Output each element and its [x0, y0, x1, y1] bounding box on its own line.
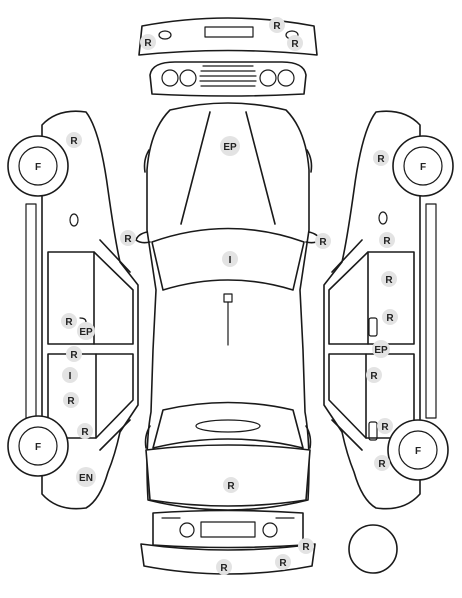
wheel-label-rear-left: F [35, 442, 41, 453]
marker-label: EP [79, 327, 93, 338]
marker-right-fender-front[interactable]: R [373, 150, 389, 166]
marker-label: R [124, 234, 132, 245]
marker-roof[interactable]: I [222, 251, 238, 267]
marker-label: R [302, 542, 310, 553]
left-side-view [25, 110, 139, 510]
marker-label: R [279, 558, 287, 569]
marker-label: R [370, 371, 378, 382]
marker-label: R [70, 350, 78, 361]
marker-front-bumper-left[interactable]: R [140, 34, 156, 50]
marker-label: EN [79, 473, 93, 484]
marker-label: EP [223, 142, 237, 153]
marker-label: R [291, 39, 299, 50]
marker-label: R [70, 136, 78, 147]
marker-label: R [65, 317, 73, 328]
wheel-front-right: F [392, 135, 454, 197]
marker-label: R [273, 21, 281, 32]
marker-front-bumper-top[interactable]: R [269, 17, 285, 33]
wheel-front-left: F [7, 135, 69, 197]
marker-right-door-front-a[interactable]: R [381, 271, 397, 287]
marker-label: R [385, 275, 393, 286]
car-top-view [135, 102, 321, 511]
marker-label: R [381, 422, 389, 433]
marker-left-fender-front[interactable]: R [66, 132, 82, 148]
wheel-label-rear-right: F [415, 446, 421, 457]
marker-label: EP [374, 345, 388, 356]
marker-left-door-rear-a[interactable]: I [62, 367, 78, 383]
marker-label: R [81, 427, 89, 438]
marker-label: R [383, 236, 391, 247]
marker-right-door-front-b[interactable]: R [382, 309, 398, 325]
marker-left-door-rear-b[interactable]: R [63, 392, 79, 408]
marker-left-door-rear-c[interactable]: R [77, 423, 93, 439]
marker-label: I [229, 255, 232, 266]
front-face-view [149, 61, 307, 97]
wheel-label-front-left: F [35, 162, 41, 173]
marker-left-door-front-a[interactable]: R [61, 313, 77, 329]
wheel-rear-left: F [7, 415, 69, 477]
marker-right-pillar[interactable]: EP [372, 340, 390, 358]
wheel-label-front-right: F [420, 162, 426, 173]
marker-label: I [69, 371, 72, 382]
marker-left-quarter[interactable]: EN [76, 467, 96, 487]
marker-right-door-rear[interactable]: R [366, 367, 382, 383]
marker-right-quarter-b[interactable]: R [374, 455, 390, 471]
marker-right-quarter-a[interactable]: R [377, 418, 393, 434]
marker-label: R [378, 459, 386, 470]
marker-label: R [227, 481, 235, 492]
marker-label: R [319, 237, 327, 248]
marker-rear-bumper-right-top[interactable]: R [298, 538, 314, 554]
wheel-rear-right: F [387, 419, 449, 481]
marker-label: R [386, 313, 394, 324]
marker-label: R [144, 38, 152, 49]
marker-rear-bumper-right-mid[interactable]: R [275, 554, 291, 570]
marker-label: R [377, 154, 385, 165]
rear-face-view [152, 509, 304, 549]
marker-mirror-left[interactable]: R [120, 230, 136, 246]
marker-left-pillar[interactable]: R [66, 346, 82, 362]
marker-hood[interactable]: EP [220, 136, 240, 156]
marker-label: R [220, 563, 228, 574]
right-side-view [323, 110, 437, 510]
marker-mirror-right[interactable]: R [315, 233, 331, 249]
marker-trunk[interactable]: R [223, 477, 239, 493]
rear-bumper-view [140, 543, 316, 575]
spare-tire-outline [348, 524, 398, 574]
marker-left-door-front-b[interactable]: EP [77, 322, 95, 340]
marker-rear-bumper-bottom[interactable]: R [216, 559, 232, 575]
marker-front-bumper-right[interactable]: R [287, 35, 303, 51]
marker-label: R [67, 396, 75, 407]
marker-right-fender-mirror[interactable]: R [379, 232, 395, 248]
